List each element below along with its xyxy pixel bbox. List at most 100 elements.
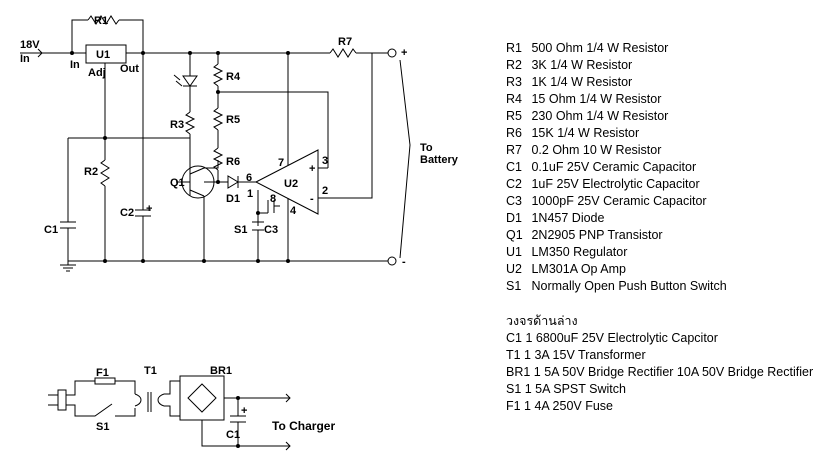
r1-resistor <box>87 15 120 25</box>
r4-resistor <box>212 63 224 87</box>
part-ref: U1 <box>506 245 522 259</box>
label-to-battery-line1: To <box>420 142 433 154</box>
parts-row: C1 0.1uF 25V Ceramic Capacitor <box>506 159 727 176</box>
lower-circuit-parts: วงจรด้านล่าง C1 1 6800uF 25V Electrolyti… <box>506 312 813 415</box>
part-ref: R4 <box>506 92 522 106</box>
label-plus-out: + <box>401 47 407 59</box>
part-ref: D1 <box>506 211 522 225</box>
label-d1: D1 <box>226 193 240 205</box>
label-pin8: 8 <box>270 193 276 205</box>
part-desc: 1000pF 25V Ceramic Capacitor <box>531 194 707 208</box>
part-ref: Q1 <box>506 228 523 242</box>
parts-row: C3 1000pF 25V Ceramic Capacitor <box>506 193 727 210</box>
part-ref: R6 <box>506 126 522 140</box>
label-u2: U2 <box>284 178 298 190</box>
r5-resistor <box>212 107 224 131</box>
label-r2: R2 <box>84 166 98 178</box>
label-opamp-minus: - <box>310 193 314 205</box>
part-desc: 0.1uF 25V Ceramic Capacitor <box>531 160 697 174</box>
parts-row: Q1 2N2905 PNP Transistor <box>506 227 727 244</box>
part-ref: R2 <box>506 58 522 72</box>
part-desc: LM350 Regulator <box>531 245 628 259</box>
label-r3: R3 <box>170 119 184 131</box>
label-c2-plus: + <box>146 203 152 215</box>
t1-secondary <box>157 393 165 407</box>
label-opamp-plus: + <box>309 163 315 175</box>
label-pin3: 3 <box>322 155 328 167</box>
parts-row: U2 LM301A Op Amp <box>506 261 727 278</box>
label-minus-out: - <box>402 256 406 268</box>
label-to-charger: To Charger <box>272 419 335 433</box>
label-s1: S1 <box>234 224 247 236</box>
part-desc: 3K 1/4 W Resistor <box>531 58 633 72</box>
parts-row: D1 1N457 Diode <box>506 210 727 227</box>
part-ref: S1 <box>506 279 522 293</box>
part-ref: R5 <box>506 109 522 123</box>
parts-list: R1 500 Ohm 1/4 W Resistor R2 3K 1/4 W Re… <box>506 40 727 295</box>
label-s1-lower: S1 <box>96 421 109 433</box>
label-f1: F1 <box>96 367 109 379</box>
parts-row: S1 Normally Open Push Button Switch <box>506 278 727 295</box>
label-r1: R1 <box>94 15 108 27</box>
label-pin7: 7 <box>278 157 284 169</box>
br1-bridge <box>179 375 225 421</box>
r7-resistor <box>329 48 357 58</box>
led-indicator <box>182 75 198 87</box>
battery-bracket <box>399 59 411 259</box>
parts-row: R7 0.2 Ohm 10 W Resistor <box>506 142 727 159</box>
label-br1: BR1 <box>210 365 232 377</box>
c1-capacitor <box>60 221 76 229</box>
parts-row: R1 500 Ohm 1/4 W Resistor <box>506 40 727 57</box>
part-desc: Normally Open Push Button Switch <box>531 279 727 293</box>
lower-part-row: F1 1 4A 250V Fuse <box>506 399 614 413</box>
label-c3: C3 <box>264 224 278 236</box>
input-arrow <box>37 48 43 58</box>
r2-resistor <box>100 159 110 187</box>
part-ref: C2 <box>506 177 522 191</box>
ac-plug <box>48 389 67 411</box>
led-rays <box>173 74 183 87</box>
battery-plus-terminal <box>387 48 397 58</box>
part-desc: 0.2 Ohm 10 W Resistor <box>531 143 662 157</box>
label-pin6: 6 <box>246 172 252 184</box>
label-input-in: In <box>20 53 30 65</box>
label-r4: R4 <box>226 71 241 83</box>
parts-row: R6 15K 1/4 W Resistor <box>506 125 727 142</box>
ground-symbol <box>60 261 76 272</box>
label-c2: C2 <box>120 207 134 219</box>
parts-row: R5 230 Ohm 1/4 W Resistor <box>506 108 727 125</box>
label-r7: R7 <box>338 36 352 48</box>
label-r5: R5 <box>226 114 240 126</box>
part-desc: 15 Ohm 1/4 W Resistor <box>531 92 662 106</box>
parts-row: R4 15 Ohm 1/4 W Resistor <box>506 91 727 108</box>
label-u1-in: In <box>70 59 80 71</box>
part-desc: 15K 1/4 W Resistor <box>531 126 640 140</box>
lower-part-row: BR1 1 5A 50V Bridge Rectifier 10A 50V Br… <box>506 365 814 379</box>
part-ref: C3 <box>506 194 522 208</box>
label-pin2: 2 <box>322 185 328 197</box>
part-desc: 500 Ohm 1/4 W Resistor <box>531 41 669 55</box>
label-c1: C1 <box>44 224 58 236</box>
label-to-battery-line2: Battery <box>420 154 459 166</box>
lower-part-row: T1 1 3A 15V Transformer <box>506 348 646 362</box>
r3-resistor <box>184 111 196 135</box>
lower-circuit-heading: วงจรด้านล่าง <box>506 314 578 328</box>
battery-minus-terminal <box>387 256 397 266</box>
part-desc: 1K 1/4 W Resistor <box>531 75 633 89</box>
parts-row: R3 1K 1/4 W Resistor <box>506 74 727 91</box>
label-q1: Q1 <box>170 177 185 189</box>
parts-row: R2 3K 1/4 W Resistor <box>506 57 727 74</box>
s1-switch <box>66 403 113 417</box>
part-ref: R3 <box>506 75 522 89</box>
label-u1-adj: Adj <box>88 67 106 79</box>
lower-part-row: S1 1 5A SPST Switch <box>506 382 626 396</box>
label-r6: R6 <box>226 156 240 168</box>
part-ref: U2 <box>506 262 522 276</box>
label-c1-lower-plus: + <box>241 405 247 417</box>
r6-resistor <box>212 147 224 171</box>
label-u1: U1 <box>96 49 110 61</box>
part-desc: 2N2905 PNP Transistor <box>531 228 663 242</box>
part-ref: R7 <box>506 143 522 157</box>
d1-diode <box>227 175 239 189</box>
